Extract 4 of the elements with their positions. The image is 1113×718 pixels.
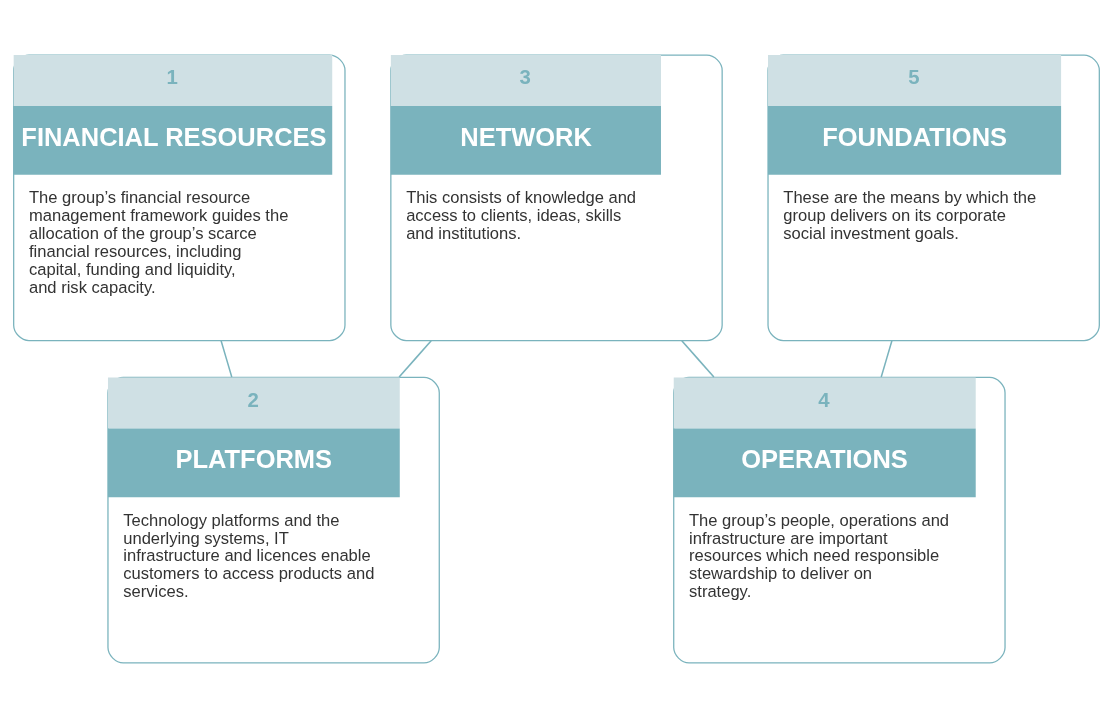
connector bbox=[681, 340, 715, 378]
connector bbox=[220, 340, 233, 378]
connector bbox=[880, 340, 893, 378]
connector bbox=[398, 340, 432, 378]
